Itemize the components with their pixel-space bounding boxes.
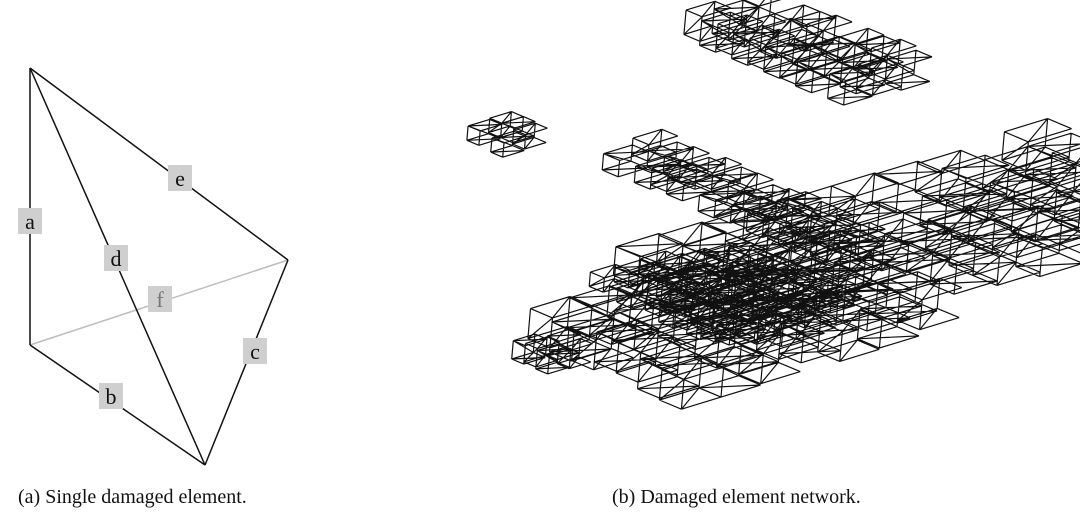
element-network-mesh xyxy=(466,0,1080,410)
edge-label-e: e xyxy=(168,165,192,191)
edge-label-b: b xyxy=(99,383,123,409)
caption-single-damaged-element: (a) Single damaged element. xyxy=(18,486,247,508)
edge-label-c: c xyxy=(243,338,267,364)
single-damaged-element-diagram: a b c d e f xyxy=(18,67,289,466)
svg-text:c: c xyxy=(250,339,260,364)
edge-label-d: d xyxy=(104,245,128,271)
svg-text:b: b xyxy=(106,384,117,409)
svg-text:e: e xyxy=(175,166,185,191)
caption-damaged-element-network: (b) Damaged element network. xyxy=(612,486,861,508)
network-edges xyxy=(466,0,1080,410)
damaged-element-network-diagram xyxy=(466,0,1080,410)
edge-label-f: f xyxy=(148,286,172,312)
svg-text:d: d xyxy=(111,246,122,271)
svg-text:f: f xyxy=(156,287,164,312)
edge-e xyxy=(29,67,289,261)
edge-label-a: a xyxy=(18,208,42,234)
svg-text:a: a xyxy=(25,209,35,234)
